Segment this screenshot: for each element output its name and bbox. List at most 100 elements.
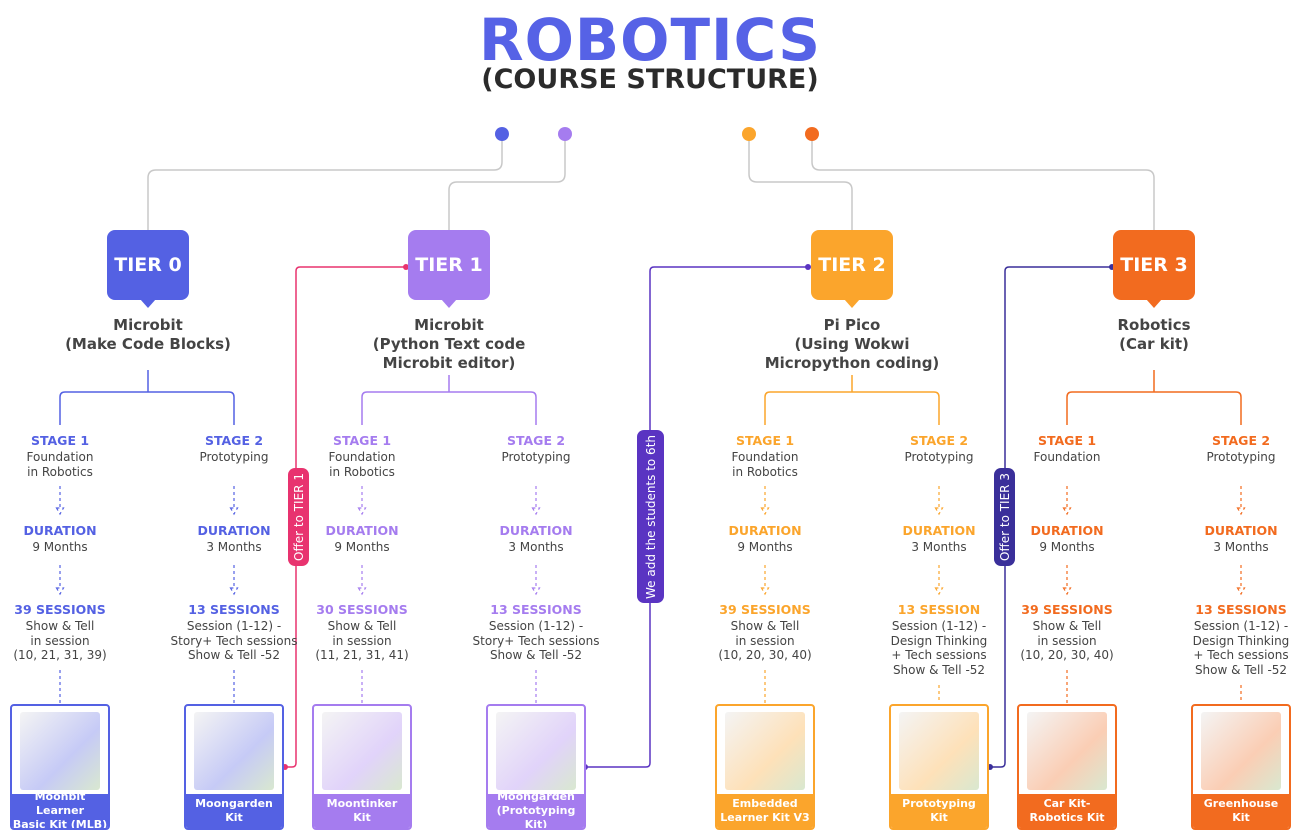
stage-label: STAGE 1 [735, 433, 795, 448]
tier-dot [742, 127, 756, 141]
tier-subtitle-line: (Python Text code [372, 335, 526, 353]
session-detail-line: in session [735, 633, 795, 648]
session-detail-line: Show & Tell [730, 619, 800, 633]
tier-connector [448, 134, 566, 230]
sessions-label: 13 SESSION [897, 602, 981, 617]
stage-bracket [59, 370, 235, 425]
sessions-label: 39 SESSIONS [14, 602, 106, 617]
duration-label: DURATION [1030, 523, 1104, 538]
session-detail-line: Show & Tell [25, 619, 95, 633]
dashed-arrow [1236, 565, 1246, 596]
duration-value: 3 Months [911, 540, 967, 554]
sessions-label: 13 SESSIONS [490, 602, 582, 617]
product-card[interactable]: Moongarden(Prototyping Kit) [486, 704, 586, 830]
add-students-pill: We add the students to 6th [637, 430, 664, 603]
session-detail-line: Show & Tell -52 [892, 662, 986, 677]
dashed-arrow [1062, 486, 1072, 516]
dashed-arrow [1236, 486, 1246, 516]
duration-label: DURATION [197, 523, 271, 538]
connector-dot [805, 264, 811, 270]
session-detail-line: Show & Tell -52 [1194, 662, 1288, 677]
duration-label: DURATION [728, 523, 802, 538]
stage-name-line: in Robotics [27, 465, 93, 479]
stage-name-line: Prototyping [1206, 450, 1276, 464]
sessions-label: 13 SESSIONS [188, 602, 280, 617]
sessions-label: 13 SESSIONS [1195, 602, 1287, 617]
duration-label: DURATION [23, 523, 97, 538]
offer-tier1-pill: Offer to TIER 1 [288, 468, 309, 566]
connector-dot [403, 264, 409, 270]
duration-value: 3 Months [1213, 540, 1269, 554]
tier-subtitle: Microbit(Make Code Blocks) [28, 316, 268, 354]
stage-name: Prototyping [1161, 450, 1300, 465]
duration-value: 9 Months [334, 540, 390, 554]
stage-name: Foundation [987, 450, 1147, 465]
session-detail-line: Design Thinking [890, 633, 988, 648]
session-detail-line: (10, 20, 30, 40) [1020, 648, 1114, 662]
dashed-arrow [934, 565, 944, 596]
tier-badge[interactable]: TIER 0 [107, 230, 189, 308]
sessions-label: 39 SESSIONS [719, 602, 811, 617]
product-card[interactable]: Car Kit-Robotics Kit [1017, 704, 1117, 830]
tier-subtitle-line: Microbit [113, 316, 183, 334]
dashed-arrow [55, 565, 65, 596]
session-detail-line: in session [30, 633, 90, 648]
session-detail-line: in session [332, 633, 392, 648]
stage-label: STAGE 2 [204, 433, 264, 448]
stage-name-line: in Robotics [329, 465, 395, 479]
tier-dot [495, 127, 509, 141]
sessions-label: 39 SESSIONS [1021, 602, 1113, 617]
tier-subtitle-line: Microbit [414, 316, 484, 334]
tier-connector [748, 134, 853, 230]
tier-badge[interactable]: TIER 3 [1113, 230, 1195, 308]
session-detail-line: in session [1037, 633, 1097, 648]
product-image [899, 712, 979, 790]
duration-value: 9 Months [32, 540, 88, 554]
duration-label: DURATION [325, 523, 399, 538]
stage-name-line: in Robotics [732, 465, 798, 479]
session-detail-line: Session (1-12) - [1193, 619, 1289, 633]
duration-label: DURATION [1204, 523, 1278, 538]
tier-badge[interactable]: TIER 1 [408, 230, 490, 308]
add-students-label: We add the students to 6th [643, 434, 658, 599]
dashed-arrow [229, 565, 239, 596]
tier-subtitle-line: Pi Pico [823, 316, 881, 334]
page-subtitle: (COURSE STRUCTURE) [481, 64, 819, 95]
stage-name-line: Prototyping [501, 450, 571, 464]
product-image [322, 712, 402, 790]
dashed-arrow [229, 486, 239, 516]
tier-subtitle-line: Robotics [1117, 316, 1191, 334]
product-image [1027, 712, 1107, 790]
session-detail-line: + Tech sessions [1193, 648, 1289, 662]
product-image [194, 712, 274, 790]
tier-subtitle-line: (Make Code Blocks) [65, 335, 231, 353]
stage-name-line: Prototyping [199, 450, 269, 464]
session-detail-line: Show & Tell [1032, 619, 1102, 633]
sessions-label: 30 SESSIONS [316, 602, 408, 617]
session-detail-line: (11, 21, 31, 41) [315, 648, 409, 662]
product-label: Car Kit-Robotics Kit [1019, 794, 1115, 828]
product-label: Moongarden(Prototyping Kit) [488, 790, 584, 828]
stage-label: STAGE 1 [332, 433, 392, 448]
stage-name-line: Foundation [26, 450, 94, 464]
tier-badge[interactable]: TIER 2 [811, 230, 893, 308]
tier-connector [811, 134, 1155, 230]
stage-label: STAGE 1 [30, 433, 90, 448]
